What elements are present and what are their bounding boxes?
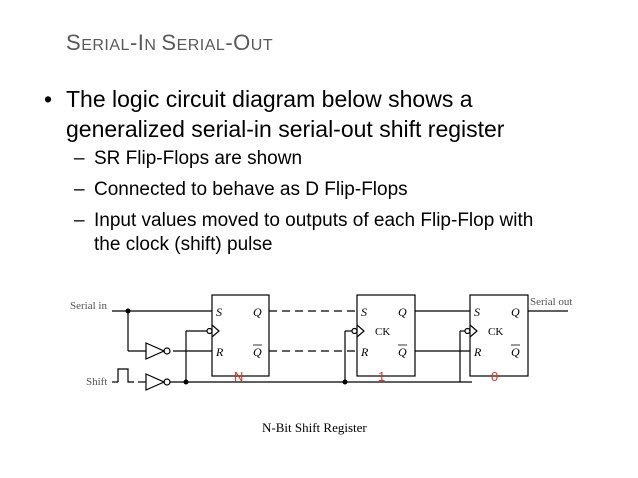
pin-s-label: S xyxy=(474,305,480,319)
slide-title: SERIAL-IN SERIAL-OUT xyxy=(66,30,273,56)
bullet-marker: • xyxy=(44,86,53,112)
sub-bullet-text: SR Flip-Flops are shown xyxy=(94,148,303,169)
pin-q-label: Q xyxy=(253,305,262,319)
shift-label: Shift xyxy=(86,376,107,388)
title-part: -O xyxy=(225,30,251,55)
pin-qbar-label: Q xyxy=(511,345,520,359)
pin-qbar-label: Q xyxy=(398,345,407,359)
inverter-gate xyxy=(145,373,166,391)
sub-bullet-text: Connected to behave as D Flip-Flops xyxy=(94,179,408,200)
pin-qbar-label: Q xyxy=(253,345,262,359)
inverter-bubble xyxy=(163,347,171,355)
serial-out-label: Serial out xyxy=(530,296,572,308)
title-part: N xyxy=(144,37,162,54)
stage-label-n: N xyxy=(234,369,243,384)
pin-r-label: R xyxy=(360,345,369,359)
pin-q-label: Q xyxy=(398,305,407,319)
sub-bullet-marker: – xyxy=(74,148,85,169)
stage-label-1: 1 xyxy=(378,369,385,384)
pin-r-label: R xyxy=(215,345,224,359)
pin-r-label: R xyxy=(473,345,482,359)
title-part: ERIAL xyxy=(81,37,130,54)
pin-ck-label: CK xyxy=(488,326,503,338)
title-part: UT xyxy=(250,37,274,54)
title-part: S xyxy=(66,30,82,55)
main-bullet-text: The logic circuit diagram below shows a … xyxy=(66,86,505,142)
flip-flop-1 xyxy=(356,294,416,377)
sub-bullet-marker: – xyxy=(74,210,85,231)
clock-pulse-symbol xyxy=(117,368,134,383)
stage-label-0: 0 xyxy=(491,369,498,384)
sub-bullet-text: Input values moved to outputs of each Fl… xyxy=(94,210,534,255)
serial-in-label: Serial in xyxy=(70,300,107,312)
flip-flop-n xyxy=(211,294,270,377)
flip-flop-0 xyxy=(469,294,529,377)
pin-ck-label: CK xyxy=(375,326,390,338)
pin-s-label: S xyxy=(216,305,222,319)
title-part: S xyxy=(161,30,177,55)
inverter-gate xyxy=(145,342,166,360)
diagram-caption: N-Bit Shift Register xyxy=(262,420,367,435)
title-part: -I xyxy=(129,30,145,55)
sub-bullet-marker: – xyxy=(74,179,85,200)
pin-q-label: Q xyxy=(511,305,520,319)
title-part: ERIAL xyxy=(176,37,226,54)
pin-s-label: S xyxy=(361,305,367,319)
